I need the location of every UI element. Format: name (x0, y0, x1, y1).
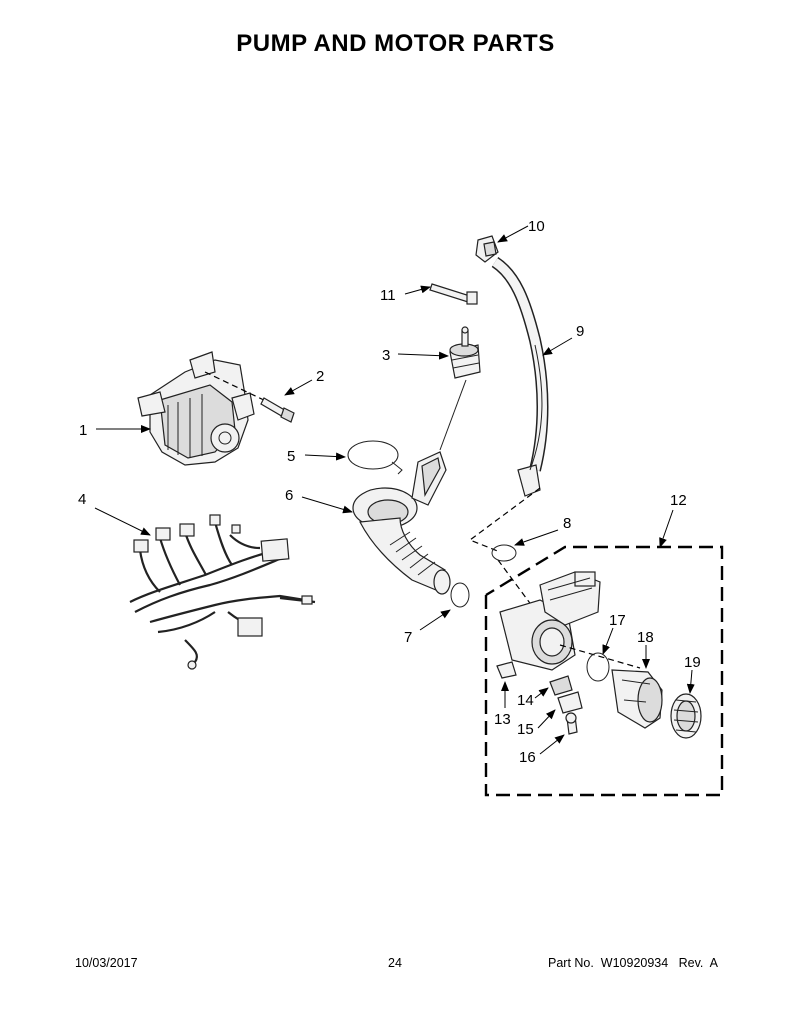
drain-pump-part (499, 571, 641, 671)
hose-clip-part (475, 235, 499, 263)
callout-4: 4 (78, 491, 86, 508)
callout-18: 18 (637, 629, 654, 646)
hose-part (352, 451, 451, 595)
filter-part (611, 669, 663, 729)
footer-date: 10/03/2017 (75, 956, 138, 970)
mount-clip-part (496, 661, 583, 735)
bolt-part (204, 371, 295, 423)
clamp-small-part (491, 544, 517, 562)
page-title: PUMP AND MOTOR PARTS (236, 30, 555, 57)
callout-9: 9 (576, 323, 584, 340)
callout-17: 17 (609, 612, 626, 629)
air-dome-part (439, 326, 481, 451)
callout-8: 8 (563, 515, 571, 532)
seal-part (450, 582, 470, 608)
callout-14: 14 (517, 692, 534, 709)
filter-cap-part (670, 693, 702, 739)
pressure-hose-part (491, 256, 549, 497)
callout-2: 2 (316, 368, 324, 385)
motor-part (137, 351, 255, 466)
callout-11: 11 (380, 287, 396, 304)
cable-tie-part (429, 283, 478, 305)
callout-10: 10 (528, 218, 545, 235)
callout-15: 15 (517, 721, 534, 738)
callout-6: 6 (285, 487, 293, 504)
wire-harness-part (129, 514, 316, 670)
callout-7: 7 (404, 629, 412, 646)
clamp-part (347, 440, 403, 475)
callout-1: 1 (79, 422, 87, 439)
callout-13: 13 (494, 711, 511, 728)
callout-3: 3 (382, 347, 390, 364)
callout-16: 16 (519, 749, 536, 766)
callout-5: 5 (287, 448, 295, 465)
o-ring-part (586, 652, 610, 682)
footer-page-number: 24 (388, 956, 402, 970)
callout-12: 12 (670, 492, 687, 509)
footer-part-number: Part No. W10920934 Rev. A (548, 956, 718, 970)
callout-19: 19 (684, 654, 701, 671)
